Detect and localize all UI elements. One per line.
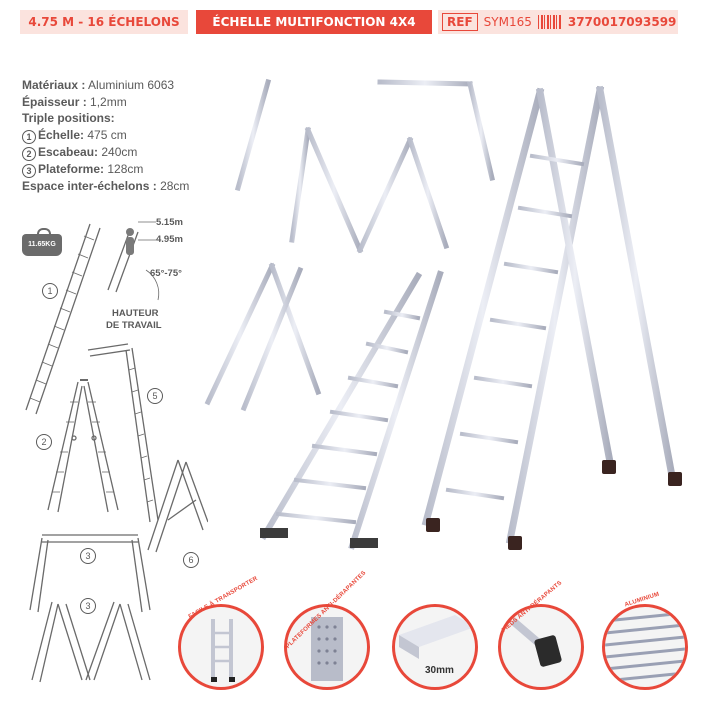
position-number: 1 <box>22 129 36 144</box>
photo-stepladder <box>204 262 322 412</box>
feature-rung: 30mm <box>392 604 478 690</box>
position-3-badge: 3 <box>80 548 96 564</box>
aluminium-profile-icon <box>605 611 685 683</box>
weight-value: 11.65KG <box>22 234 62 256</box>
photo-straight-ladder <box>259 270 444 550</box>
feature-platform <box>284 604 370 690</box>
photo-m-shape <box>289 126 450 254</box>
person-icon <box>126 228 134 255</box>
spacing-label: Espace inter-échelons : <box>22 178 157 193</box>
product-title: ÉCHELLE MULTIFONCTION 4X4 <box>196 10 432 34</box>
diagram-scaffold <box>147 459 208 553</box>
position-6-badge: 6 <box>183 552 199 568</box>
material-label: Matériaux : <box>22 78 86 92</box>
material-value: Aluminium 6063 <box>88 78 175 92</box>
angle-label: 65°-75° <box>150 268 182 279</box>
rung-width-value: 30mm <box>425 665 454 676</box>
feature-feet <box>498 604 584 690</box>
rubber-foot-icon <box>510 617 562 667</box>
work-height-line2: DE TRAVAIL <box>106 320 162 331</box>
diagram-m-shape <box>31 601 151 683</box>
position-1-badge: 1 <box>42 283 58 299</box>
feature-aluminium <box>602 604 688 690</box>
position-2-badge: 2 <box>36 434 52 450</box>
ref-tag: REF <box>442 13 478 31</box>
product-photos <box>204 78 682 550</box>
position-diagrams <box>25 221 208 683</box>
position-label: Plateforme: <box>38 161 105 176</box>
perforated-platform-icon <box>311 617 343 681</box>
rung-profile-icon <box>399 615 475 659</box>
spacing-value: 28cm <box>160 178 190 193</box>
rubber-feet <box>260 460 682 550</box>
thickness-label: Épaisseur : <box>22 94 87 109</box>
position-number: 2 <box>22 146 36 161</box>
ref-code: SYM165 <box>483 15 532 29</box>
positions-label: Triple positions: <box>22 111 115 126</box>
position-value: 240cm <box>101 144 138 159</box>
diagram-platform <box>29 534 151 613</box>
position-number: 3 <box>22 163 36 178</box>
height-work: 4.95m <box>156 234 183 245</box>
weight-icon: 11.65KG <box>22 228 62 256</box>
folded-ladder-icon <box>211 619 235 682</box>
feature-transport <box>178 604 264 690</box>
thickness-value: 1,2mm <box>90 94 127 109</box>
position-value: 475 cm <box>87 127 127 142</box>
height-max: 5.15m <box>156 217 183 228</box>
photo-platform <box>234 78 496 192</box>
size-text: 4.75 M - 16 ÉCHELONS <box>28 15 180 29</box>
position-value: 128cm <box>107 161 144 176</box>
diagram-ladder <box>25 223 101 415</box>
ean-code: 3770017093599 <box>567 15 677 29</box>
specifications: Matériaux : Aluminium 6063 Épaisseur : 1… <box>22 77 189 194</box>
title-text: ÉCHELLE MULTIFONCTION 4X4 <box>212 15 416 29</box>
reference-bar: REF SYM165 3770017093599 <box>438 10 678 34</box>
position-5-badge: 5 <box>147 388 163 404</box>
photo-a-frame <box>421 85 677 545</box>
diagram-wall-ladder <box>87 343 159 523</box>
position-label: Escabeau: <box>38 144 99 159</box>
diagram-stepladder <box>47 379 119 513</box>
position-3b-badge: 3 <box>80 598 96 614</box>
size-badge: 4.75 M - 16 ÉCHELONS <box>20 10 188 34</box>
position-label: Échelle: <box>38 127 85 142</box>
barcode-icon <box>537 15 562 29</box>
work-height-line1: HAUTEUR <box>112 308 159 319</box>
